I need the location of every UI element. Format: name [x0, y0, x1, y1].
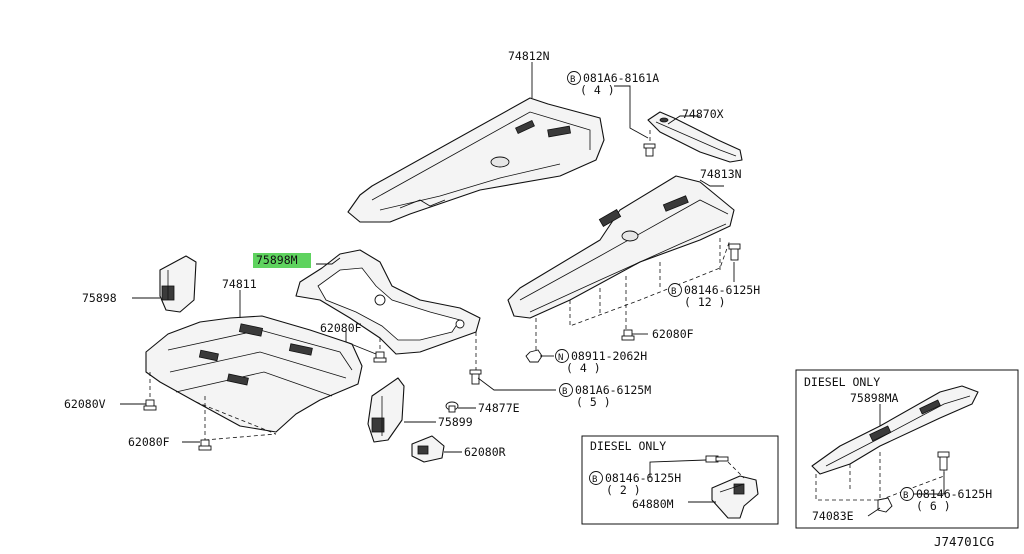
bolt-callout-08146-6125H-diesel2[interactable]: B 08146-6125H ( 6 ): [900, 487, 993, 513]
label-75898MA[interactable]: 75898MA: [850, 391, 899, 405]
bolt-marker-b: B: [570, 75, 575, 85]
label-74870X[interactable]: 74870X: [682, 107, 724, 121]
bolt-callout-081A6-8161A[interactable]: B 081A6-8161A ( 4 ): [567, 71, 660, 97]
bolt-marker-b: B: [592, 475, 597, 485]
bolt-icon: [373, 351, 387, 363]
part-74811-shape[interactable]: [145, 315, 363, 433]
label-74083E[interactable]: 74083E: [812, 509, 854, 523]
clip-icon: [445, 401, 459, 413]
label-08911-2062H: 08911-2062H: [571, 349, 647, 363]
nut-icon: [525, 349, 543, 363]
label-62080R[interactable]: 62080R: [464, 445, 506, 459]
label-62080V[interactable]: 62080V: [64, 397, 106, 411]
bolt-icon: [705, 455, 729, 463]
part-75899-shape[interactable]: [367, 377, 405, 443]
diagram-id: J74701CG: [934, 534, 994, 549]
qty-2: ( 2 ): [606, 483, 641, 497]
bolt-icon: [198, 439, 212, 451]
bolt-callout-08146-6125H-main[interactable]: B 08146-6125H ( 12 ): [668, 283, 761, 309]
diesel-only-box-2: DIESEL ONLY 75898MA B 08146-6125H ( 6 ) …: [795, 369, 1019, 529]
install-dash-lines: [149, 130, 731, 441]
label-75899[interactable]: 75899: [438, 415, 473, 429]
bolt-callout-08146-6125H-diesel1[interactable]: B 08146-6125H ( 2 ): [589, 471, 682, 497]
part-74813N-shape[interactable]: [507, 175, 735, 319]
diesel-only-box-1: DIESEL ONLY B 08146-6125H ( 2 ) 64880M: [581, 435, 779, 525]
nut-callout-08911-2062H[interactable]: N 08911-2062H ( 4 ): [555, 349, 648, 375]
label-081A6-8161A: 081A6-8161A: [583, 71, 659, 85]
part-75898MA-shape[interactable]: [811, 385, 979, 475]
qty-12: ( 12 ): [684, 295, 726, 309]
label-08146-6125H-d1: 08146-6125H: [605, 471, 681, 485]
bolt-icon: [469, 369, 482, 385]
qty-4: ( 4 ): [566, 361, 601, 375]
label-74813N[interactable]: 74813N: [700, 167, 742, 181]
qty-6: ( 6 ): [916, 499, 951, 513]
label-64880M[interactable]: 64880M: [632, 497, 674, 511]
bolt-icon: [728, 243, 741, 261]
bolt-callout-081A6-6125M[interactable]: B 081A6-6125M ( 5 ): [559, 383, 652, 409]
label-08146-6125H: 08146-6125H: [684, 283, 760, 297]
label-74812N[interactable]: 74812N: [508, 49, 550, 63]
part-64880M-shape[interactable]: [711, 475, 759, 519]
part-74870X-shape[interactable]: [647, 111, 743, 163]
bolt-icon: [621, 329, 635, 341]
label-081A6-6125M: 081A6-6125M: [575, 383, 651, 397]
label-62080F-right[interactable]: 62080F: [652, 327, 694, 341]
bolt-marker-b: B: [903, 491, 908, 501]
label-62080F-left[interactable]: 62080F: [128, 435, 170, 449]
bolt-marker-b: B: [562, 387, 567, 397]
label-75898M: 75898M: [256, 253, 298, 267]
part-62080R-shape[interactable]: [411, 435, 445, 463]
label-74877E[interactable]: 74877E: [478, 401, 520, 415]
bolt-icon: [937, 451, 950, 471]
bolt-marker-b: B: [671, 287, 676, 297]
bolt-icon: [143, 399, 157, 411]
label-74811[interactable]: 74811: [222, 277, 257, 291]
diesel-only-title: DIESEL ONLY: [590, 439, 666, 453]
label-75898[interactable]: 75898: [82, 291, 117, 305]
bolt-icon: [643, 143, 656, 157]
leader-lines: [120, 62, 735, 453]
clip-icon: [877, 497, 893, 513]
diesel-only-title: DIESEL ONLY: [804, 375, 880, 389]
label-08146-6125H-d2: 08146-6125H: [916, 487, 992, 501]
qty-5: ( 5 ): [576, 395, 611, 409]
label-75898M-highlighted[interactable]: 75898M: [253, 253, 311, 268]
qty-4: ( 4 ): [580, 83, 615, 97]
part-74812N-shape[interactable]: [347, 97, 605, 223]
nut-marker-n: N: [558, 353, 563, 363]
part-75898M-shape[interactable]: [295, 249, 481, 355]
part-75898-shape[interactable]: [159, 255, 197, 313]
label-62080F-mid[interactable]: 62080F: [320, 321, 362, 335]
highlight-box: [253, 253, 311, 268]
fasteners: [143, 143, 741, 451]
